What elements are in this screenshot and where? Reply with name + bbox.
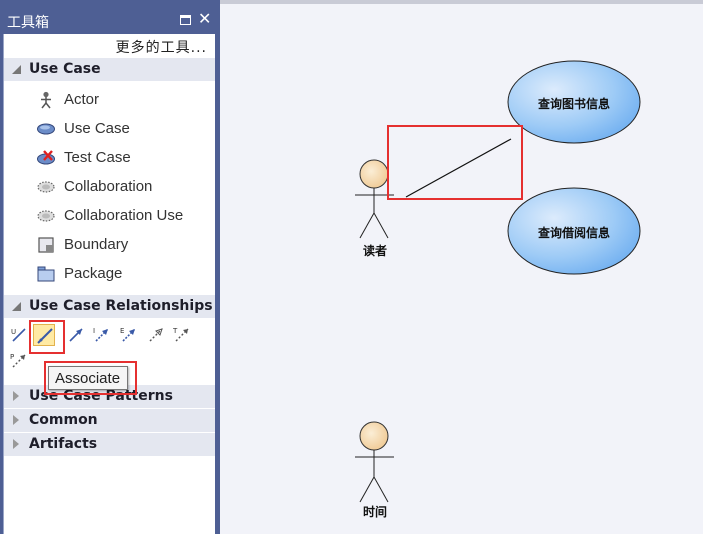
actor-time[interactable] <box>355 421 394 503</box>
include-icon[interactable]: I <box>91 324 113 346</box>
diagram-canvas[interactable]: 读者 时间 查询图书信息 查询借阅信息 <box>220 0 703 534</box>
actor-label: 时间 <box>363 505 388 519</box>
actor-reader[interactable] <box>355 159 394 239</box>
section-label: Common <box>29 412 98 428</box>
association-line[interactable] <box>405 138 512 198</box>
expand-icon <box>13 391 19 401</box>
section-artifacts[interactable]: Artifacts <box>4 433 215 456</box>
associate-icon[interactable] <box>33 324 55 346</box>
svg-text:U: U <box>11 328 16 336</box>
extend-icon[interactable]: E <box>118 324 140 346</box>
tool-label: Actor <box>64 91 100 108</box>
tool-item-boundary[interactable]: Boundary <box>4 232 215 258</box>
svg-text:T: T <box>173 327 178 335</box>
toolbox-body: 更多的工具... Use Case Actor Use Case <box>3 34 215 534</box>
tool-item-package[interactable]: Package <box>4 261 215 287</box>
section-label: Use Case Patterns <box>29 388 173 404</box>
maximize-icon[interactable] <box>180 15 191 25</box>
use-case-label: 查询图书信息 <box>538 97 611 111</box>
collaboration-icon <box>37 181 55 193</box>
toolbox-panel: 工具箱 ✕ 更多的工具... Use Case Actor U <box>0 0 220 534</box>
section-use-case-relationships[interactable]: Use Case Relationships <box>4 295 215 318</box>
realize-icon[interactable] <box>145 324 167 346</box>
tool-item-collaboration-use[interactable]: Collaboration Use <box>4 203 215 229</box>
use-case-query-borrow[interactable] <box>507 187 641 275</box>
package-icon <box>37 266 55 282</box>
expand-icon <box>13 439 19 449</box>
close-icon[interactable]: ✕ <box>198 9 212 28</box>
use-case-label: 查询借阅信息 <box>538 226 611 240</box>
collapse-icon <box>12 302 21 311</box>
expand-icon <box>13 415 19 425</box>
tool-item-actor[interactable]: Actor <box>4 87 215 113</box>
toolbox-title: 工具箱 <box>7 15 49 31</box>
section-use-case[interactable]: Use Case <box>4 58 215 81</box>
section-label: Artifacts <box>29 436 98 452</box>
tool-label: Collaboration <box>64 178 153 195</box>
svg-text:I: I <box>93 327 95 335</box>
tool-label: Package <box>64 265 123 282</box>
package-merge-icon[interactable]: P <box>8 350 30 372</box>
tool-label: Boundary <box>64 236 129 253</box>
tooltip: Associate <box>48 366 128 390</box>
svg-text:P: P <box>10 353 14 361</box>
collapse-icon <box>12 65 21 74</box>
section-common[interactable]: Common <box>4 409 215 432</box>
actor-icon <box>41 91 51 109</box>
tool-label: Test Case <box>64 149 131 166</box>
svg-text:E: E <box>120 327 124 335</box>
canvas-top-border <box>220 0 703 4</box>
more-tools-link[interactable]: 更多的工具... <box>115 40 207 56</box>
actor-label: 读者 <box>363 244 388 258</box>
use-icon[interactable]: U <box>8 324 30 346</box>
tool-item-use-case[interactable]: Use Case <box>4 116 215 142</box>
tool-item-test-case[interactable]: Test Case <box>4 145 215 171</box>
section-label: Use Case <box>29 61 101 77</box>
tooltip-text: Associate <box>55 370 121 387</box>
tool-item-collaboration[interactable]: Collaboration <box>4 174 215 200</box>
test-case-icon <box>37 150 55 165</box>
generalize-icon[interactable] <box>65 324 87 346</box>
boundary-icon <box>38 237 54 253</box>
diagram-svg <box>355 60 641 503</box>
use-case-icon <box>37 123 55 135</box>
use-case-query-book[interactable] <box>507 60 641 144</box>
tool-label: Collaboration Use <box>64 207 184 224</box>
trace-icon[interactable]: T <box>171 324 193 346</box>
tool-label: Use Case <box>64 120 130 137</box>
collaboration-use-icon <box>37 210 55 222</box>
toolbox-titlebar: 工具箱 ✕ <box>0 8 220 34</box>
section-label: Use Case Relationships <box>29 298 213 314</box>
